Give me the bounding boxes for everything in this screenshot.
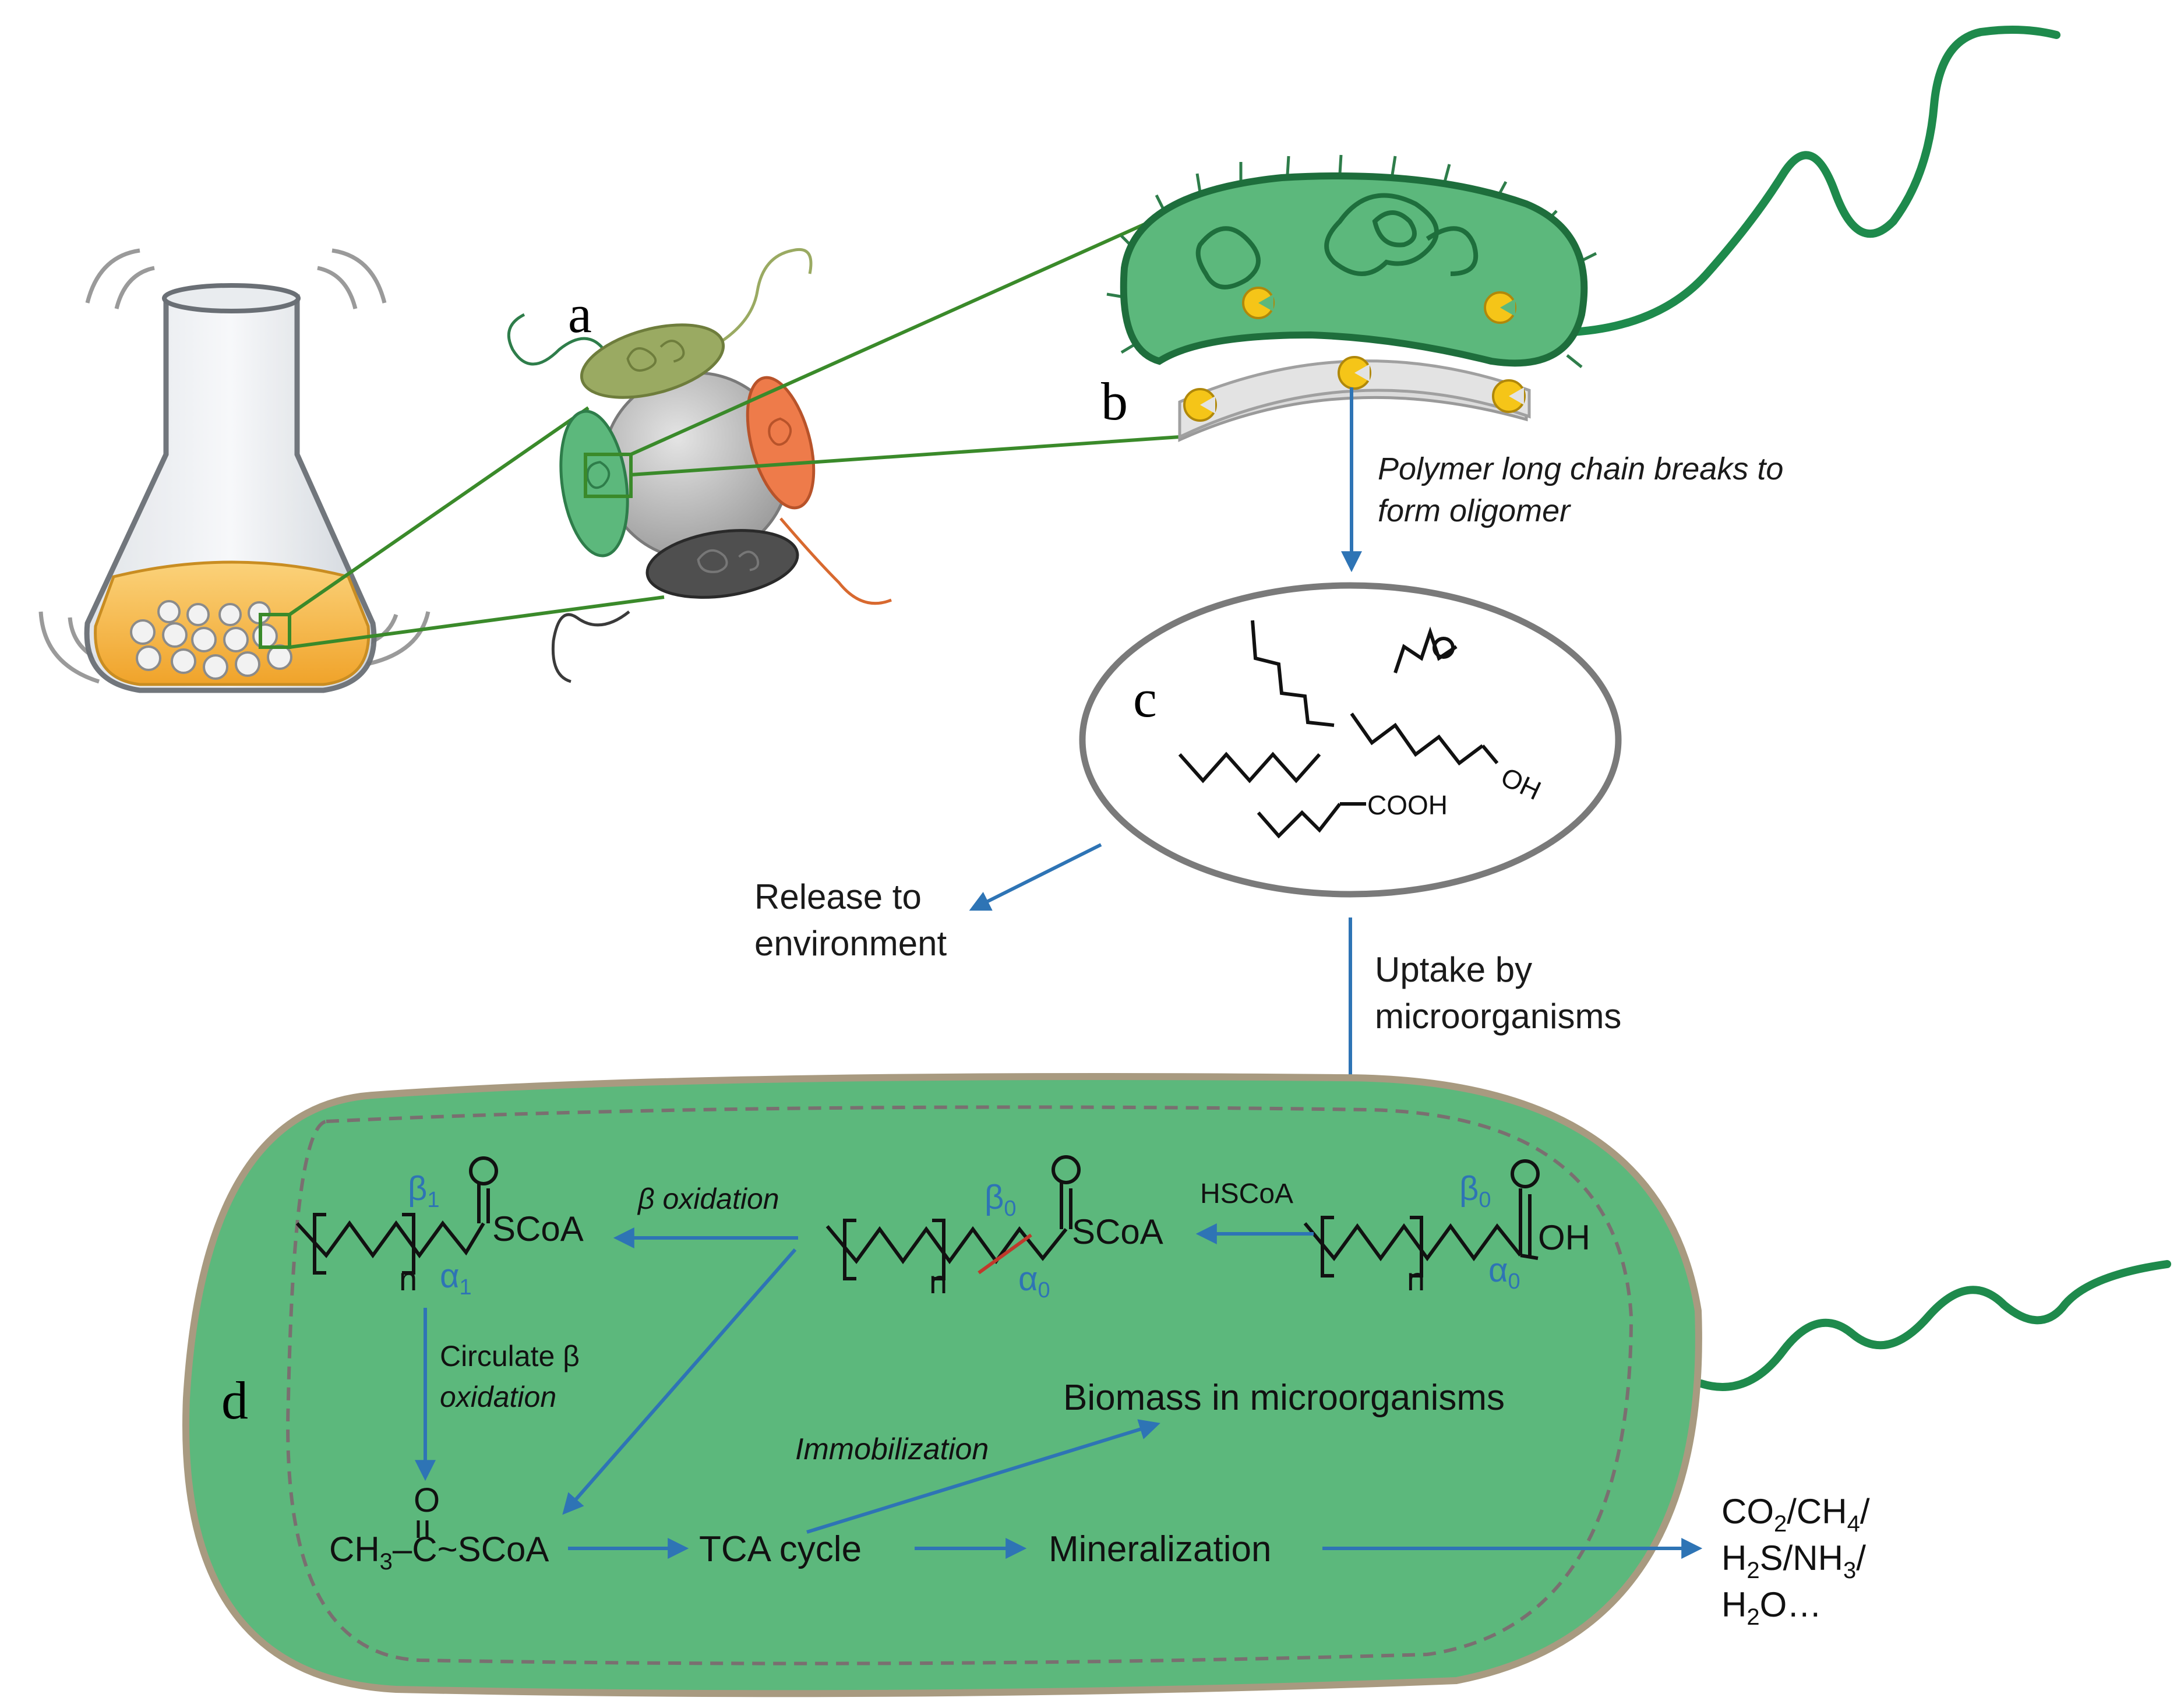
- fatty-acid-molecule: OH n β0 α0: [1303, 1159, 1590, 1297]
- zoom-line: [288, 406, 590, 616]
- panel-label-b: b: [1101, 372, 1128, 431]
- biomass-label: Biomass in microorganisms: [1063, 1378, 1505, 1418]
- panel-label-d: d: [221, 1371, 248, 1430]
- release-label-2: environment: [754, 924, 947, 963]
- tca-label: TCA cycle: [699, 1529, 862, 1569]
- uptake-label-1: Uptake by: [1375, 950, 1532, 989]
- shake-mark-icon: [331, 248, 387, 304]
- bacterium-orange: [746, 376, 816, 510]
- shake-mark-icon: [85, 248, 140, 304]
- uptake-label-2: microorganisms: [1375, 997, 1621, 1036]
- flask-illustration: [38, 248, 431, 693]
- beta-oxidation-label: β oxidation: [637, 1183, 779, 1215]
- acyl-scoa-label: SCoA: [1072, 1212, 1163, 1251]
- short-beta-label: β1: [408, 1170, 440, 1212]
- flagellum: [707, 248, 813, 351]
- zoom-box: [584, 453, 633, 498]
- bacterium-closeup: [1106, 26, 2060, 442]
- products-line-3: H2O…: [1721, 1585, 1822, 1630]
- acyl-alpha-label: α0: [1018, 1260, 1050, 1303]
- zoom-box: [259, 613, 291, 649]
- nucleoid: [1195, 226, 1261, 290]
- cell-membrane: [286, 1105, 1633, 1665]
- oligomer-cooh-label: COOH: [1367, 790, 1448, 820]
- bacterium-cell-body: [1120, 172, 1588, 367]
- acetyl-o-label: O: [414, 1481, 440, 1519]
- polymer-break-label-2: form oligomer: [1378, 493, 1571, 528]
- shake-mark-icon: [114, 266, 155, 309]
- acyl-coa-molecule: SCoA n β0 α0: [825, 1155, 1163, 1303]
- flagellum: [1569, 26, 2060, 336]
- fa-beta-label: β0: [1459, 1170, 1491, 1212]
- immobilization-label: Immobilization: [795, 1432, 989, 1466]
- shake-mark-icon: [317, 266, 358, 309]
- arrow-release: [969, 843, 1102, 911]
- acyl-n-label: n: [929, 1264, 947, 1300]
- fa-oh-label: OH: [1538, 1218, 1590, 1257]
- zoom-line: [289, 595, 665, 649]
- fa-n-label: n: [1407, 1261, 1425, 1297]
- enzyme-icon: [1338, 356, 1371, 390]
- carrier-beads: [130, 600, 292, 680]
- oligomer-bubble: OH COOH: [1079, 582, 1622, 898]
- oligomer-ellipse: [1079, 582, 1622, 898]
- shake-mark-icon: [38, 611, 100, 684]
- release-label-1: Release to: [754, 877, 922, 916]
- products-line-2: H2S/NH3/: [1721, 1538, 1866, 1583]
- zoom-line: [630, 435, 1180, 477]
- arrow-immobilization: [806, 1419, 1160, 1534]
- flagellum: [779, 517, 892, 605]
- panel-label-c: c: [1133, 669, 1157, 728]
- enzyme-icon: [1242, 287, 1275, 319]
- enzyme-icon: [1484, 291, 1516, 324]
- products-line-1: CO2/CH4/: [1721, 1492, 1870, 1537]
- panel-label-a: a: [568, 284, 592, 344]
- short-n-label: n: [399, 1261, 417, 1297]
- acetyl-formula: CH3–C~SCoA: [329, 1530, 549, 1575]
- cleavage-mark: [978, 1233, 1032, 1275]
- bacterium-green: [559, 410, 629, 557]
- enzyme-icon: [1492, 379, 1526, 413]
- shake-mark-icon: [366, 611, 431, 666]
- cell-flagellum: [1697, 1260, 2171, 1391]
- hscoa-label: HSCoA: [1200, 1178, 1293, 1209]
- carrier-with-bacteria: [507, 248, 892, 683]
- flagellum: [551, 610, 630, 683]
- polymer-break-label-1: Polymer long chain breaks to: [1378, 451, 1783, 486]
- oligomer-chain: [1350, 712, 1484, 766]
- enzyme-icon: [1183, 388, 1217, 422]
- fa-alpha-label: α0: [1488, 1251, 1520, 1294]
- circulate-label-1: Circulate β: [440, 1340, 580, 1372]
- short-alpha-label: α1: [440, 1257, 472, 1300]
- zoom-line: [630, 218, 1155, 456]
- acetyl-coa: O CH3–C~SCoA: [329, 1481, 549, 1575]
- bacterium-olive: [580, 323, 725, 399]
- short-scoa-label: SCoA: [492, 1209, 584, 1248]
- mineralization-label: Mineralization: [1049, 1529, 1272, 1569]
- circulate-label-2: oxidation: [440, 1381, 556, 1413]
- nucleoid: [1324, 193, 1479, 276]
- metabolism-cell: [182, 1073, 1702, 1698]
- arrow-to-acetyl-coa: [562, 1248, 797, 1515]
- flask-neck-rim: [162, 283, 301, 313]
- oligomer-chain: [1257, 803, 1342, 839]
- end-products: CO2/CH4/ H2S/NH3/ H2O…: [1721, 1492, 1870, 1630]
- short-acyl-coa-molecule: SCoA n β1 α1: [295, 1156, 584, 1300]
- acyl-beta-label: β0: [985, 1178, 1017, 1221]
- flagellum: [507, 313, 608, 366]
- oligomer-chain: [1178, 751, 1321, 784]
- oligomer-chain: [1251, 620, 1335, 727]
- bacterium-dark: [645, 529, 799, 599]
